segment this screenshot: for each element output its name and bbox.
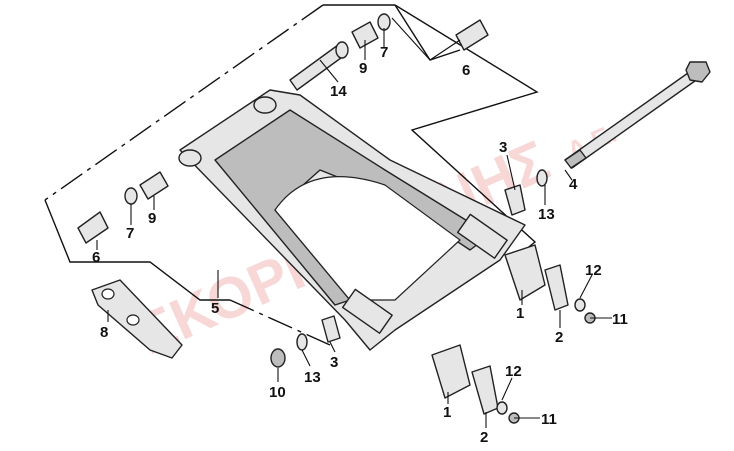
callout-7-bottom: 7 [126, 225, 134, 242]
axle-slot-right [456, 213, 508, 259]
callout-2-left: 2 [480, 429, 488, 446]
swingarm [178, 89, 526, 351]
pivot-parts-top [289, 13, 489, 91]
callout-13-left: 13 [304, 369, 321, 386]
callout-7-top: 7 [380, 44, 388, 61]
pivot-bushing-upper [253, 96, 277, 114]
pivot-parts-bottom [77, 171, 169, 244]
callout-11-left: 11 [541, 411, 557, 428]
callout-1-right: 1 [516, 305, 524, 322]
collar-6-bottom [77, 211, 109, 244]
callout-11-right: 11 [612, 311, 628, 328]
chain-guide-hole-2 [126, 314, 140, 326]
washer-7-bottom [124, 187, 138, 205]
callout-8: 8 [100, 324, 108, 341]
axle-shaft [564, 67, 703, 169]
callouts: 6 7 9 14 3 4 13 9 7 6 12 5 1 11 8 2 3 12… [92, 44, 628, 446]
callout-14: 14 [330, 83, 347, 100]
adjuster-block-right [504, 244, 546, 301]
axle-nut [685, 61, 711, 83]
chain-adjuster-left [270, 315, 520, 424]
adjuster-washer-right [574, 298, 586, 312]
adjuster-block-left [431, 344, 471, 399]
bushing-9-bottom [139, 171, 169, 200]
collar-6-top [455, 19, 489, 51]
callout-6-top: 6 [462, 62, 470, 79]
callout-12-left: 12 [505, 363, 522, 380]
chain-guide [91, 279, 183, 359]
adjuster-plate-left [471, 365, 499, 415]
chain-guide-hole-1 [101, 288, 115, 300]
swingarm-opening [274, 176, 461, 301]
chain-adjuster-right [504, 184, 596, 324]
adjuster-bracket-right [504, 184, 526, 216]
adjuster-washer-left [496, 401, 508, 415]
callout-6-bottom: 6 [92, 249, 100, 266]
callout-1-left: 1 [443, 404, 451, 421]
adjuster-plate-right [544, 264, 569, 311]
axle-nut-left [270, 348, 286, 368]
callout-9-bottom: 9 [148, 210, 156, 227]
callout-5: 5 [211, 300, 219, 317]
callout-10: 10 [269, 384, 286, 401]
pivot-bushing-lower [178, 149, 202, 167]
callout-2-right: 2 [555, 329, 563, 346]
callout-12-right: 12 [585, 262, 602, 279]
adjuster-bracket-left [321, 315, 341, 343]
washer-7-top [377, 13, 391, 31]
axle-slot-left [341, 288, 393, 334]
callout-13-right: 13 [538, 206, 555, 223]
axle-thread [564, 149, 587, 169]
callout-3-right: 3 [499, 139, 507, 156]
callout-9-top: 9 [359, 60, 367, 77]
pivot-shaft-end [335, 41, 349, 59]
leader-lines [96, 17, 612, 428]
axle-washer-left [296, 333, 308, 351]
callout-3-left: 3 [330, 354, 338, 371]
frame-left [44, 199, 230, 301]
frame-top-left-dash [44, 4, 324, 201]
frame-bottom-dash [229, 299, 331, 346]
callout-4: 4 [569, 176, 578, 193]
rear-axle [536, 61, 711, 187]
bushing-9-top [351, 21, 379, 49]
axle-washer [536, 169, 548, 187]
